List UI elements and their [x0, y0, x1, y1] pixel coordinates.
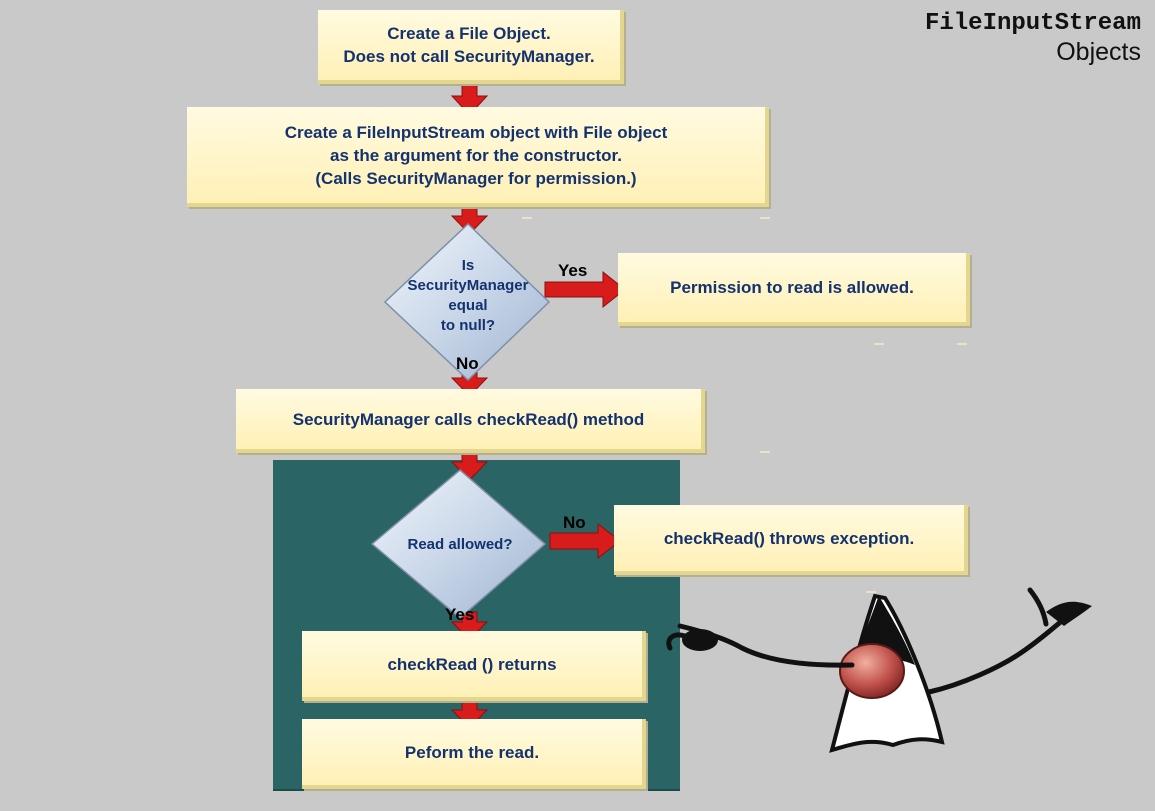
duke-mascot-illustration: [666, 587, 1092, 753]
edge-label-yes-returns: Yes: [445, 605, 475, 624]
box-create-fis-line-2: as the argument for the constructor.: [330, 145, 622, 165]
decision-read-text: Read allowed?: [385, 535, 535, 555]
arrow-right-yes: [544, 270, 626, 309]
box-throws-text: checkRead() throws exception.: [663, 528, 915, 548]
box-create-fis-line-1: Create a FileInputStream object with Fil…: [284, 122, 668, 142]
box-check-read-call: SecurityManager calls checkRead() method: [236, 389, 705, 453]
title-line-2: Objects: [1056, 38, 1141, 66]
decision-diamond-null: [383, 222, 551, 382]
box-create-fis-line-3: (Calls SecurityManager for permission.): [315, 168, 637, 188]
arrow-down-2: [450, 205, 489, 235]
decision-null-line-3: equal: [448, 297, 488, 314]
edge-label-yes-permission: Yes: [558, 261, 588, 280]
arrow-down-1: [450, 83, 489, 116]
box-returns-text: checkRead () returns: [387, 654, 557, 674]
box-check-read-call-text: SecurityManager calls checkRead() method: [292, 409, 645, 429]
box-create-file-line-1: Create a File Object.: [387, 24, 551, 43]
decision-null-line-2: SecurityManager: [407, 277, 529, 294]
decision-null-text: Is SecurityManager equal to null?: [395, 256, 541, 336]
nose: [839, 643, 905, 699]
box-check-read-returns: checkRead () returns: [302, 631, 646, 701]
box-create-file: Create a File Object. Does not call Secu…: [318, 10, 624, 84]
decision-null-line-1: Is: [461, 257, 475, 274]
arrow-down-4: [450, 452, 489, 481]
edge-label-no-exception: No: [563, 513, 586, 532]
decision-null-line-4: to null?: [440, 317, 496, 334]
arrow-right-no: [549, 522, 621, 560]
decision-read-line: Read allowed?: [407, 536, 513, 553]
box-create-fileinputstream: Create a FileInputStream object with Fil…: [187, 107, 769, 207]
box-permission-allowed: Permission to read is allowed.: [618, 253, 970, 326]
box-perform-read: Peform the read.: [302, 719, 646, 789]
edge-label-no-checkread: No: [456, 354, 479, 373]
decision-diamond-read: [370, 469, 547, 619]
box-create-file-line-2: Does not call SecurityManager.: [343, 47, 595, 66]
box-permission-text: Permission to read is allowed.: [670, 278, 914, 297]
box-perform-text: Peform the read.: [404, 742, 540, 762]
title-line-1: FileInputStream: [924, 10, 1141, 37]
box-throws-exception: checkRead() throws exception.: [614, 505, 968, 575]
